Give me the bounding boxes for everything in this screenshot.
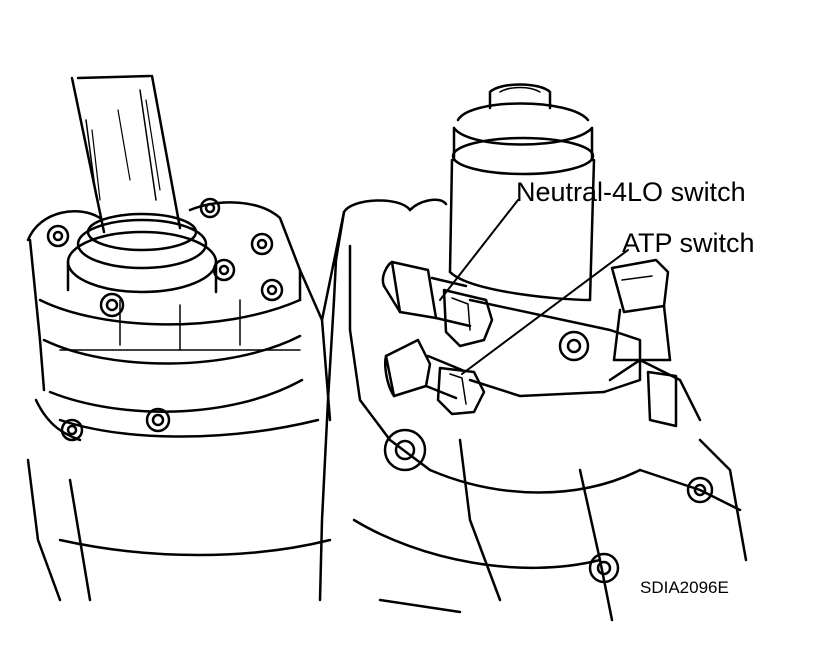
connector-plug (610, 258, 678, 428)
housing-bolts-left (46, 197, 284, 442)
atp-switch (384, 338, 486, 416)
actuator-motor (448, 83, 596, 302)
leader-lines (439, 199, 629, 375)
neutral-4lo-switch-label: Neutral-4LO switch (516, 177, 746, 207)
leader-neutral-4lo (439, 199, 519, 301)
actuator-flange (468, 298, 642, 398)
shaft-collar (66, 212, 218, 294)
figure-code: SDIA2096E (640, 578, 729, 597)
shift-lever-shaft (70, 74, 182, 234)
neutral-4lo-switch (381, 260, 494, 348)
transfer-case-body (318, 198, 748, 622)
leader-atp (461, 249, 629, 375)
atp-switch-label: ATP switch (622, 228, 755, 258)
left-housing-cover (26, 201, 332, 602)
